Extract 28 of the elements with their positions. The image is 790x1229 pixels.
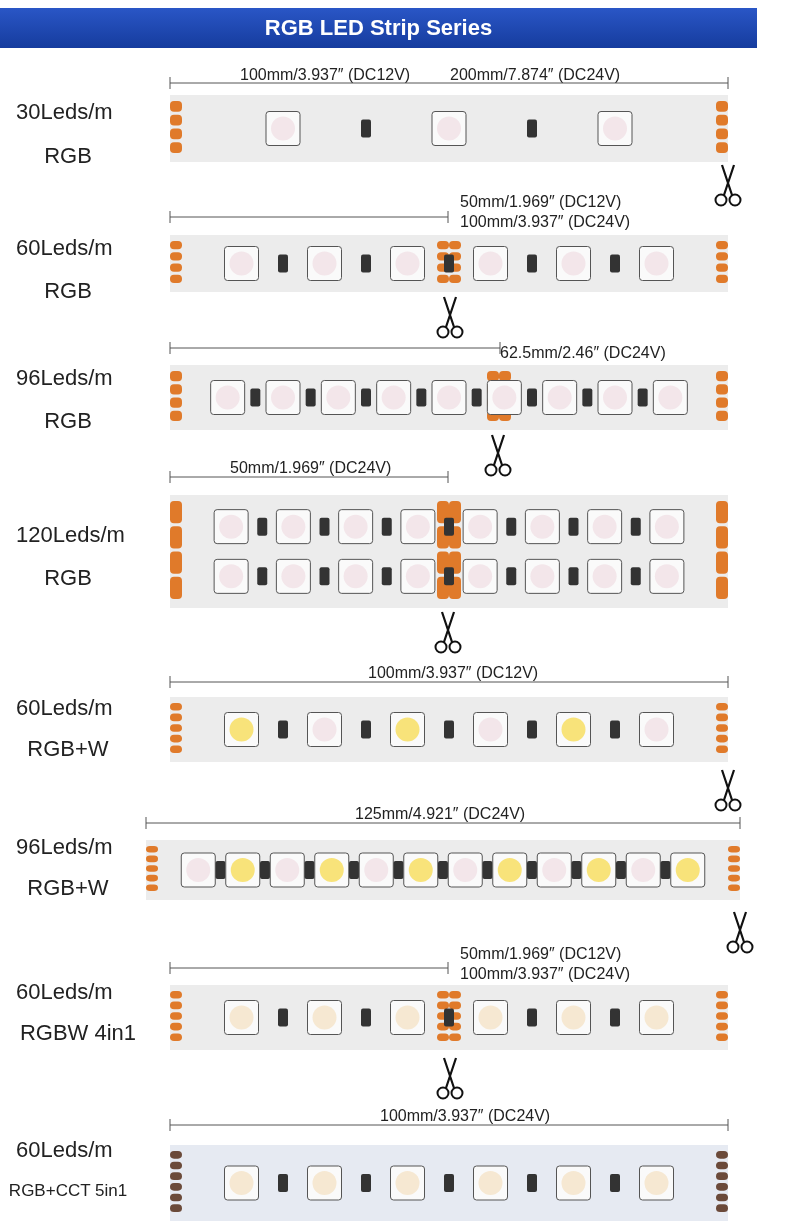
density-label: 60Leds/m: [16, 236, 113, 261]
density-label: 60Leds/m: [16, 980, 113, 1005]
density-label: 30Leds/m: [16, 100, 113, 125]
dimension-label: 125mm/4.921″ (DC24V): [355, 805, 526, 823]
density-label: 96Leds/m: [16, 835, 113, 860]
type-label: RGB: [44, 409, 92, 434]
type-label: RGB+W: [27, 737, 109, 762]
density-label: 96Leds/m: [16, 366, 113, 391]
type-label: RGB: [44, 144, 92, 169]
dimension-label: 50mm/1.969″ (DC24V): [230, 459, 392, 477]
dimension-label: 100mm/3.937″ (DC24V): [380, 1107, 551, 1125]
title-banner: RGB LED Strip Series: [0, 8, 757, 48]
density-label: 60Leds/m: [16, 696, 113, 721]
type-label: RGBW 4in1: [19, 1021, 137, 1046]
dimension-label: 62.5mm/2.46″ (DC24V): [500, 344, 666, 362]
dimension-label: 50mm/1.969″ (DC12V): [460, 193, 622, 211]
type-label: RGB: [44, 566, 92, 591]
density-label: 120Leds/m: [16, 523, 125, 548]
dimension-label: 50mm/1.969″ (DC12V): [460, 945, 622, 963]
dimension-label: 100mm/3.937″ (DC12V): [368, 664, 539, 682]
dimension-label: 200mm/7.874″ (DC24V): [450, 66, 621, 84]
dimension-label: 100mm/3.937″ (DC24V): [460, 213, 631, 231]
type-label: RGB: [44, 279, 92, 304]
dimension-label: 100mm/3.937″ (DC12V): [240, 66, 411, 84]
density-label: 60Leds/m: [16, 1138, 113, 1163]
type-label: RGB+CCT 5in1: [8, 1182, 128, 1201]
type-label: RGB+W: [27, 876, 109, 901]
dimension-label: 100mm/3.937″ (DC24V): [460, 965, 631, 983]
